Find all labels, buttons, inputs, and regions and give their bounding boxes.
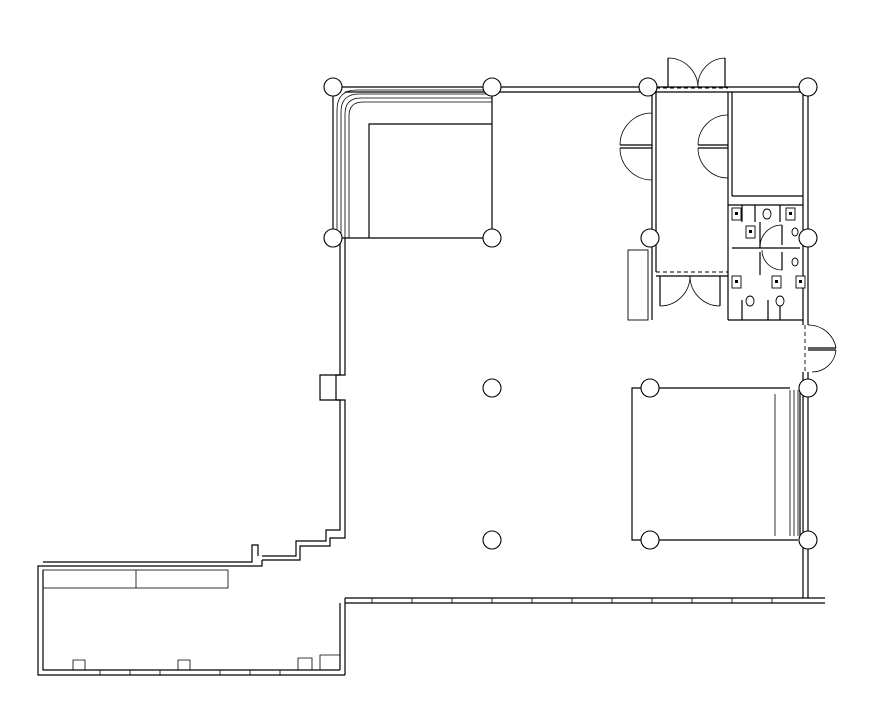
left-wall-stepped-inner <box>262 238 341 557</box>
restrooms <box>731 205 806 320</box>
bottom-wall-ticks <box>371 598 773 603</box>
service-core <box>627 87 806 372</box>
column <box>640 228 660 248</box>
outer-walls <box>262 86 825 675</box>
door-lobby <box>659 275 721 307</box>
doors <box>619 57 837 373</box>
column <box>640 530 660 550</box>
annex-notch <box>43 544 259 563</box>
curved-room <box>333 89 493 239</box>
annex-room <box>37 544 345 676</box>
column <box>323 77 343 97</box>
column <box>798 378 818 398</box>
right-room-wall <box>631 387 798 541</box>
toilet-bowl-icon <box>775 295 785 307</box>
door-mid <box>697 114 729 179</box>
curve-line-1 <box>336 89 492 238</box>
column <box>482 530 502 550</box>
column <box>798 530 818 550</box>
toilet-bowl-icon <box>762 208 772 220</box>
annex-counter <box>42 569 229 589</box>
column <box>323 228 343 248</box>
door-left <box>619 112 653 181</box>
door-top <box>667 57 726 89</box>
column <box>798 228 818 248</box>
column <box>482 228 502 248</box>
sink-icon <box>791 227 799 237</box>
column <box>638 77 658 97</box>
annex-outer-wall <box>37 560 345 676</box>
column <box>798 77 818 97</box>
curve-line-2 <box>340 93 492 238</box>
curved-room-inner-box <box>368 123 492 238</box>
columns <box>323 77 818 550</box>
annex-inner-wall <box>42 570 340 671</box>
curve-line-3 <box>344 97 492 238</box>
left-wall-stepped <box>262 238 346 561</box>
sink-icon <box>791 257 799 267</box>
door-right <box>807 324 837 373</box>
door-restroom-upper <box>759 224 783 248</box>
right-room <box>631 387 801 541</box>
column <box>640 378 660 398</box>
toilet-bowl-icon <box>745 295 755 307</box>
core-wall-stub <box>627 249 649 321</box>
column <box>482 378 502 398</box>
door-restroom-lower <box>761 249 783 271</box>
column <box>482 77 502 97</box>
annex-bottom-notches <box>72 654 340 675</box>
curve-line-4 <box>348 101 492 238</box>
